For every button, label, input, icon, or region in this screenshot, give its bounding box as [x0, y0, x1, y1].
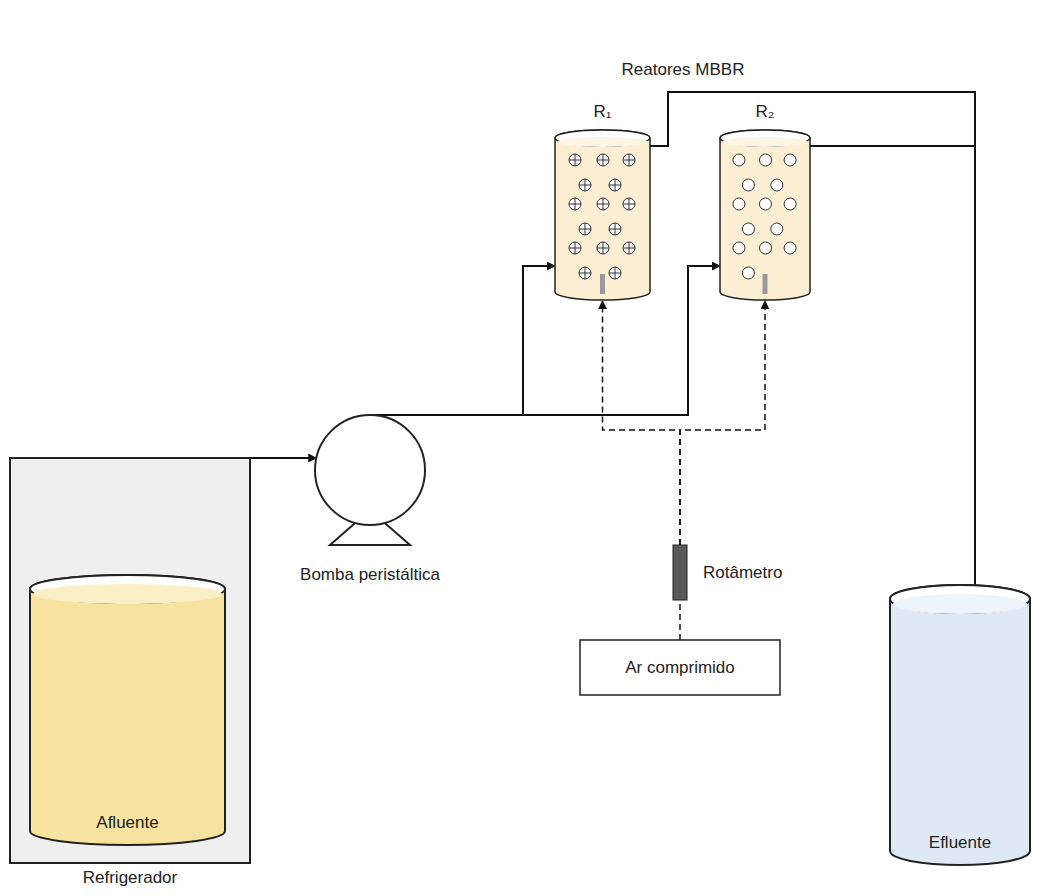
node-label: Efluente [929, 833, 991, 853]
rotameter: Rotâmetro [673, 545, 687, 600]
node-label: Rotâmetro [703, 562, 782, 582]
pipe-line [650, 92, 975, 597]
node-label: Bomba peristáltica [300, 565, 440, 585]
air-line [680, 301, 765, 545]
node-shape [720, 130, 810, 300]
refrigerator-box: AfluenteRefrigerador [10, 458, 250, 863]
pipe-line [370, 266, 720, 415]
node-label: R₂ [756, 102, 775, 122]
node-label: Afluente [96, 813, 158, 833]
node-label: Ar comprimido [625, 657, 735, 677]
pipe-line [810, 146, 975, 597]
node-shape [890, 585, 1030, 865]
node-shape [315, 415, 425, 545]
air-supply-box: Ar comprimido [580, 640, 780, 695]
mbbr-reactor: R₁ [555, 130, 650, 300]
air-line [603, 301, 681, 545]
pipe-line [370, 266, 555, 415]
mbbr-reactor: R₂ [720, 130, 810, 300]
effluent-tank: Efluente [890, 585, 1030, 865]
node-label: Refrigerador [83, 868, 178, 888]
node-shape [555, 130, 650, 300]
group-title: Reatores MBBR [622, 60, 745, 80]
air-line [679, 600, 681, 640]
influent-tank: Afluente [30, 575, 225, 845]
node-label: R₁ [593, 102, 611, 122]
node-shape [673, 545, 687, 600]
peristaltic-pump: Bomba peristáltica [315, 415, 425, 545]
node-shape [30, 575, 225, 845]
